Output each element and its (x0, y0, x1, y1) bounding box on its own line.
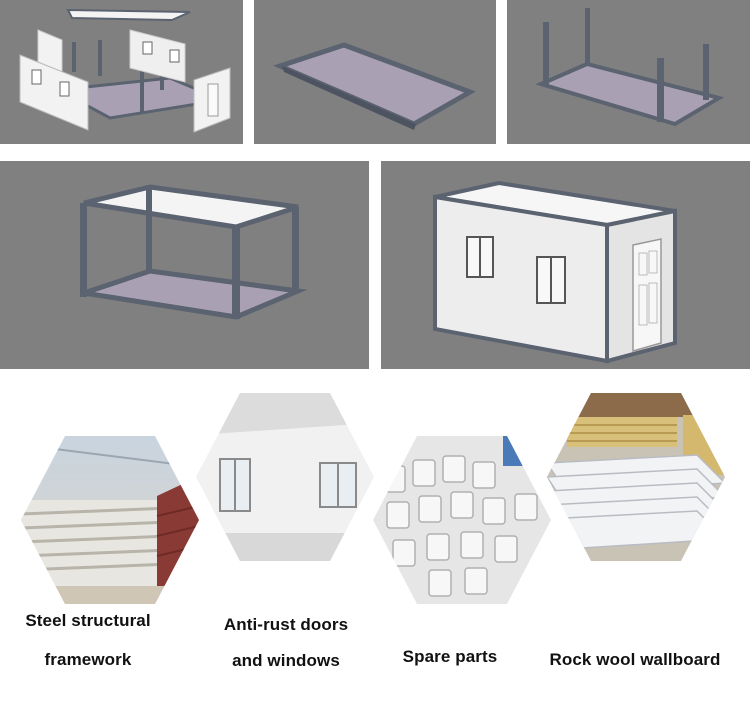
spare-parts-photo (373, 436, 551, 604)
caption-spare-parts: Spare parts (402, 647, 498, 666)
exploded-container-illustration (19, 8, 231, 133)
doors-windows-photo (196, 393, 374, 561)
container-frame-panel (0, 161, 369, 369)
container-frame-illustration (80, 184, 308, 320)
container-floor-posts-panel (507, 0, 750, 144)
caption-steel-line2: framework (44, 650, 132, 669)
rock-wool-wallboard-photo (547, 393, 725, 561)
assembled-container-panel (381, 161, 750, 369)
container-floor-illustration (272, 42, 476, 130)
caption-doors-line2: and windows (232, 651, 340, 670)
container-floor-panel (254, 0, 496, 144)
container-floor-with-posts-illustration (535, 8, 725, 127)
exploded-container-panel (0, 0, 243, 144)
caption-doors-line1: Anti-rust doors (223, 615, 349, 634)
caption-steel-line1: Steel structural (25, 611, 151, 630)
steel-framework-photo (21, 436, 199, 604)
assembled-container-illustration (433, 180, 677, 364)
caption-rock-wool: Rock wool wallboard (549, 650, 721, 669)
